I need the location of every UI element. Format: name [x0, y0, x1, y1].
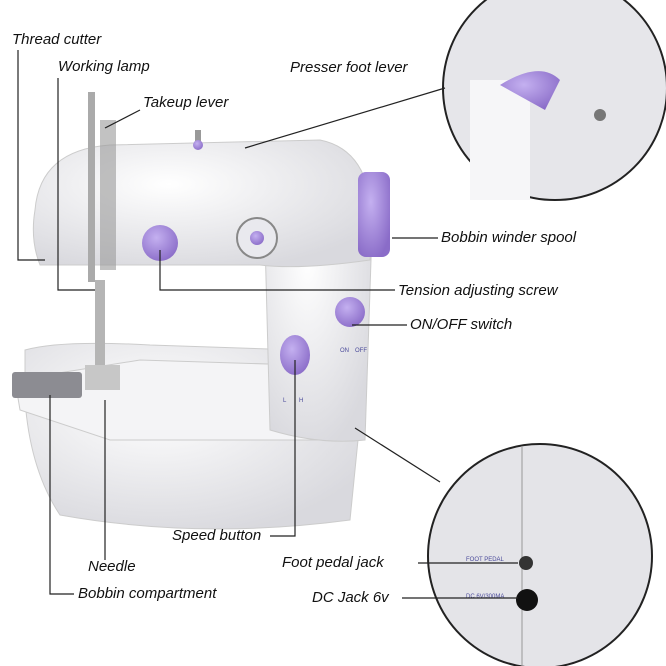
label-takeup-lever: Takeup lever	[143, 94, 229, 111]
bobbin-cover	[12, 372, 82, 398]
high-mark: H	[299, 398, 303, 404]
low-mark: L	[283, 398, 287, 404]
on-off-switch-button	[335, 297, 365, 327]
label-bobbin-winder-spool: Bobbin winder spool	[441, 229, 577, 246]
foot-pedal-mark: FOOT PEDAL	[466, 557, 505, 563]
presser-foot-inset	[442, 0, 666, 201]
speed-button	[280, 335, 310, 375]
bobbin-winder-spool	[358, 172, 390, 257]
foot-pedal-jack	[519, 556, 533, 570]
label-needle: Needle	[88, 558, 136, 575]
dc-jack	[516, 589, 538, 611]
on-mark: ON	[340, 348, 349, 354]
leader-lines	[17, 50, 518, 599]
label-working-lamp: Working lamp	[58, 58, 150, 75]
off-mark: OFF	[355, 348, 367, 354]
label-tension-adjusting-screw: Tension adjusting screw	[398, 282, 558, 299]
label-speed-button: Speed button	[172, 527, 262, 544]
label-dc-jack: DC Jack 6v	[312, 589, 389, 606]
label-on-off-switch: ON/OFF switch	[410, 316, 513, 333]
label-bobbin-compartment: Bobbin compartment	[78, 585, 217, 602]
jack-inset: FOOT PEDAL DC 6V/300MA	[427, 443, 653, 666]
label-foot-pedal-jack: Foot pedal jack	[282, 554, 384, 571]
dc-mark: DC 6V/300MA	[466, 594, 504, 600]
machine-arm	[32, 139, 373, 268]
tension-knob	[142, 225, 178, 261]
label-thread-cutter: Thread cutter	[12, 31, 102, 48]
label-presser-foot-lever: Presser foot lever	[290, 59, 408, 76]
